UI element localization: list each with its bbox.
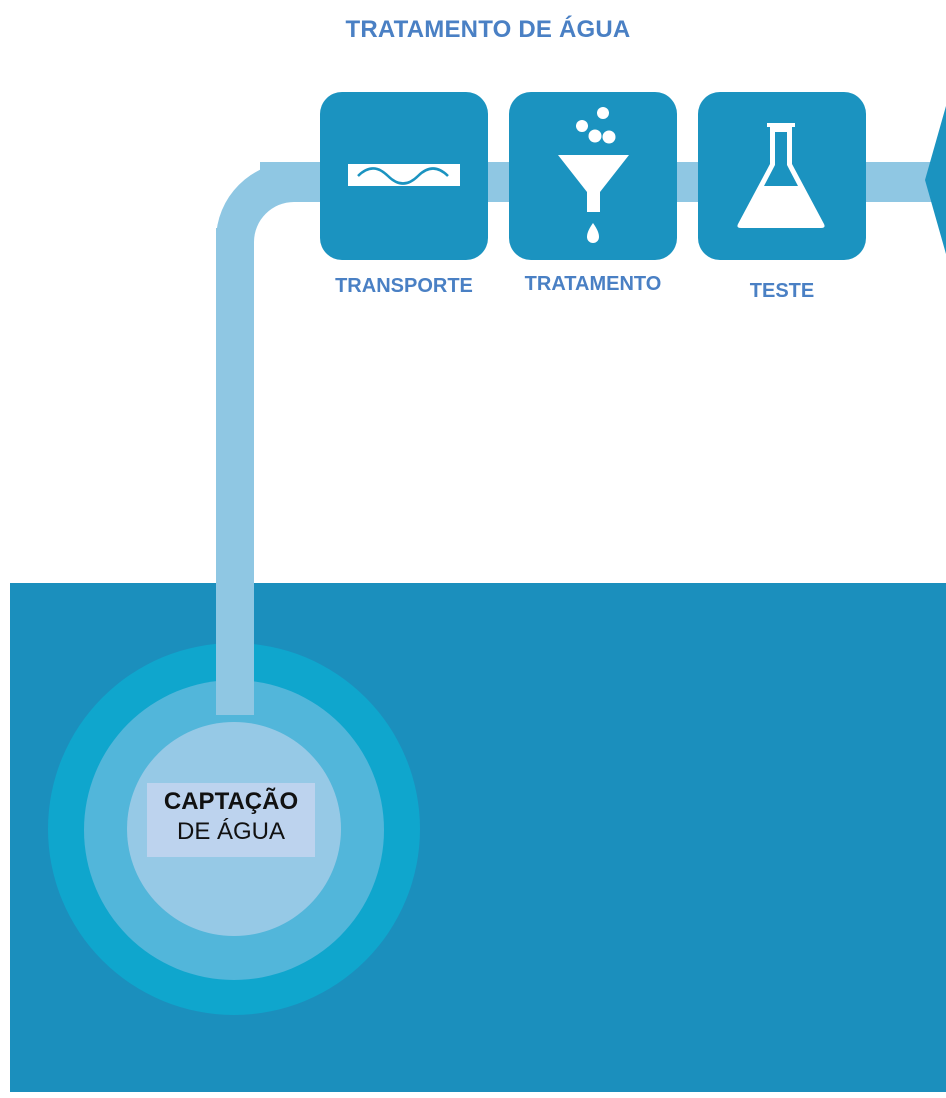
page-title: TRATAMENTO DE ÁGUA [345,16,631,43]
step-tratamento [509,92,677,260]
next-step-arrow [925,106,946,254]
source-label-line1: CAPTAÇÃO [163,788,299,815]
pipe-wave-icon [348,164,460,186]
pipe-into-source [216,620,254,715]
step-label-teste: TESTE [749,280,815,302]
step-label-transporte: TRANSPORTE [335,275,473,297]
source-label-line2: DE ÁGUA [176,818,286,845]
step-label-tratamento: TRATAMENTO [524,273,662,295]
funnel-icon [558,107,629,243]
source-label: CAPTAÇÃO DE ÁGUA [147,783,315,857]
step-transporte [320,92,488,260]
flask-icon [737,123,825,228]
step-teste [698,92,866,260]
